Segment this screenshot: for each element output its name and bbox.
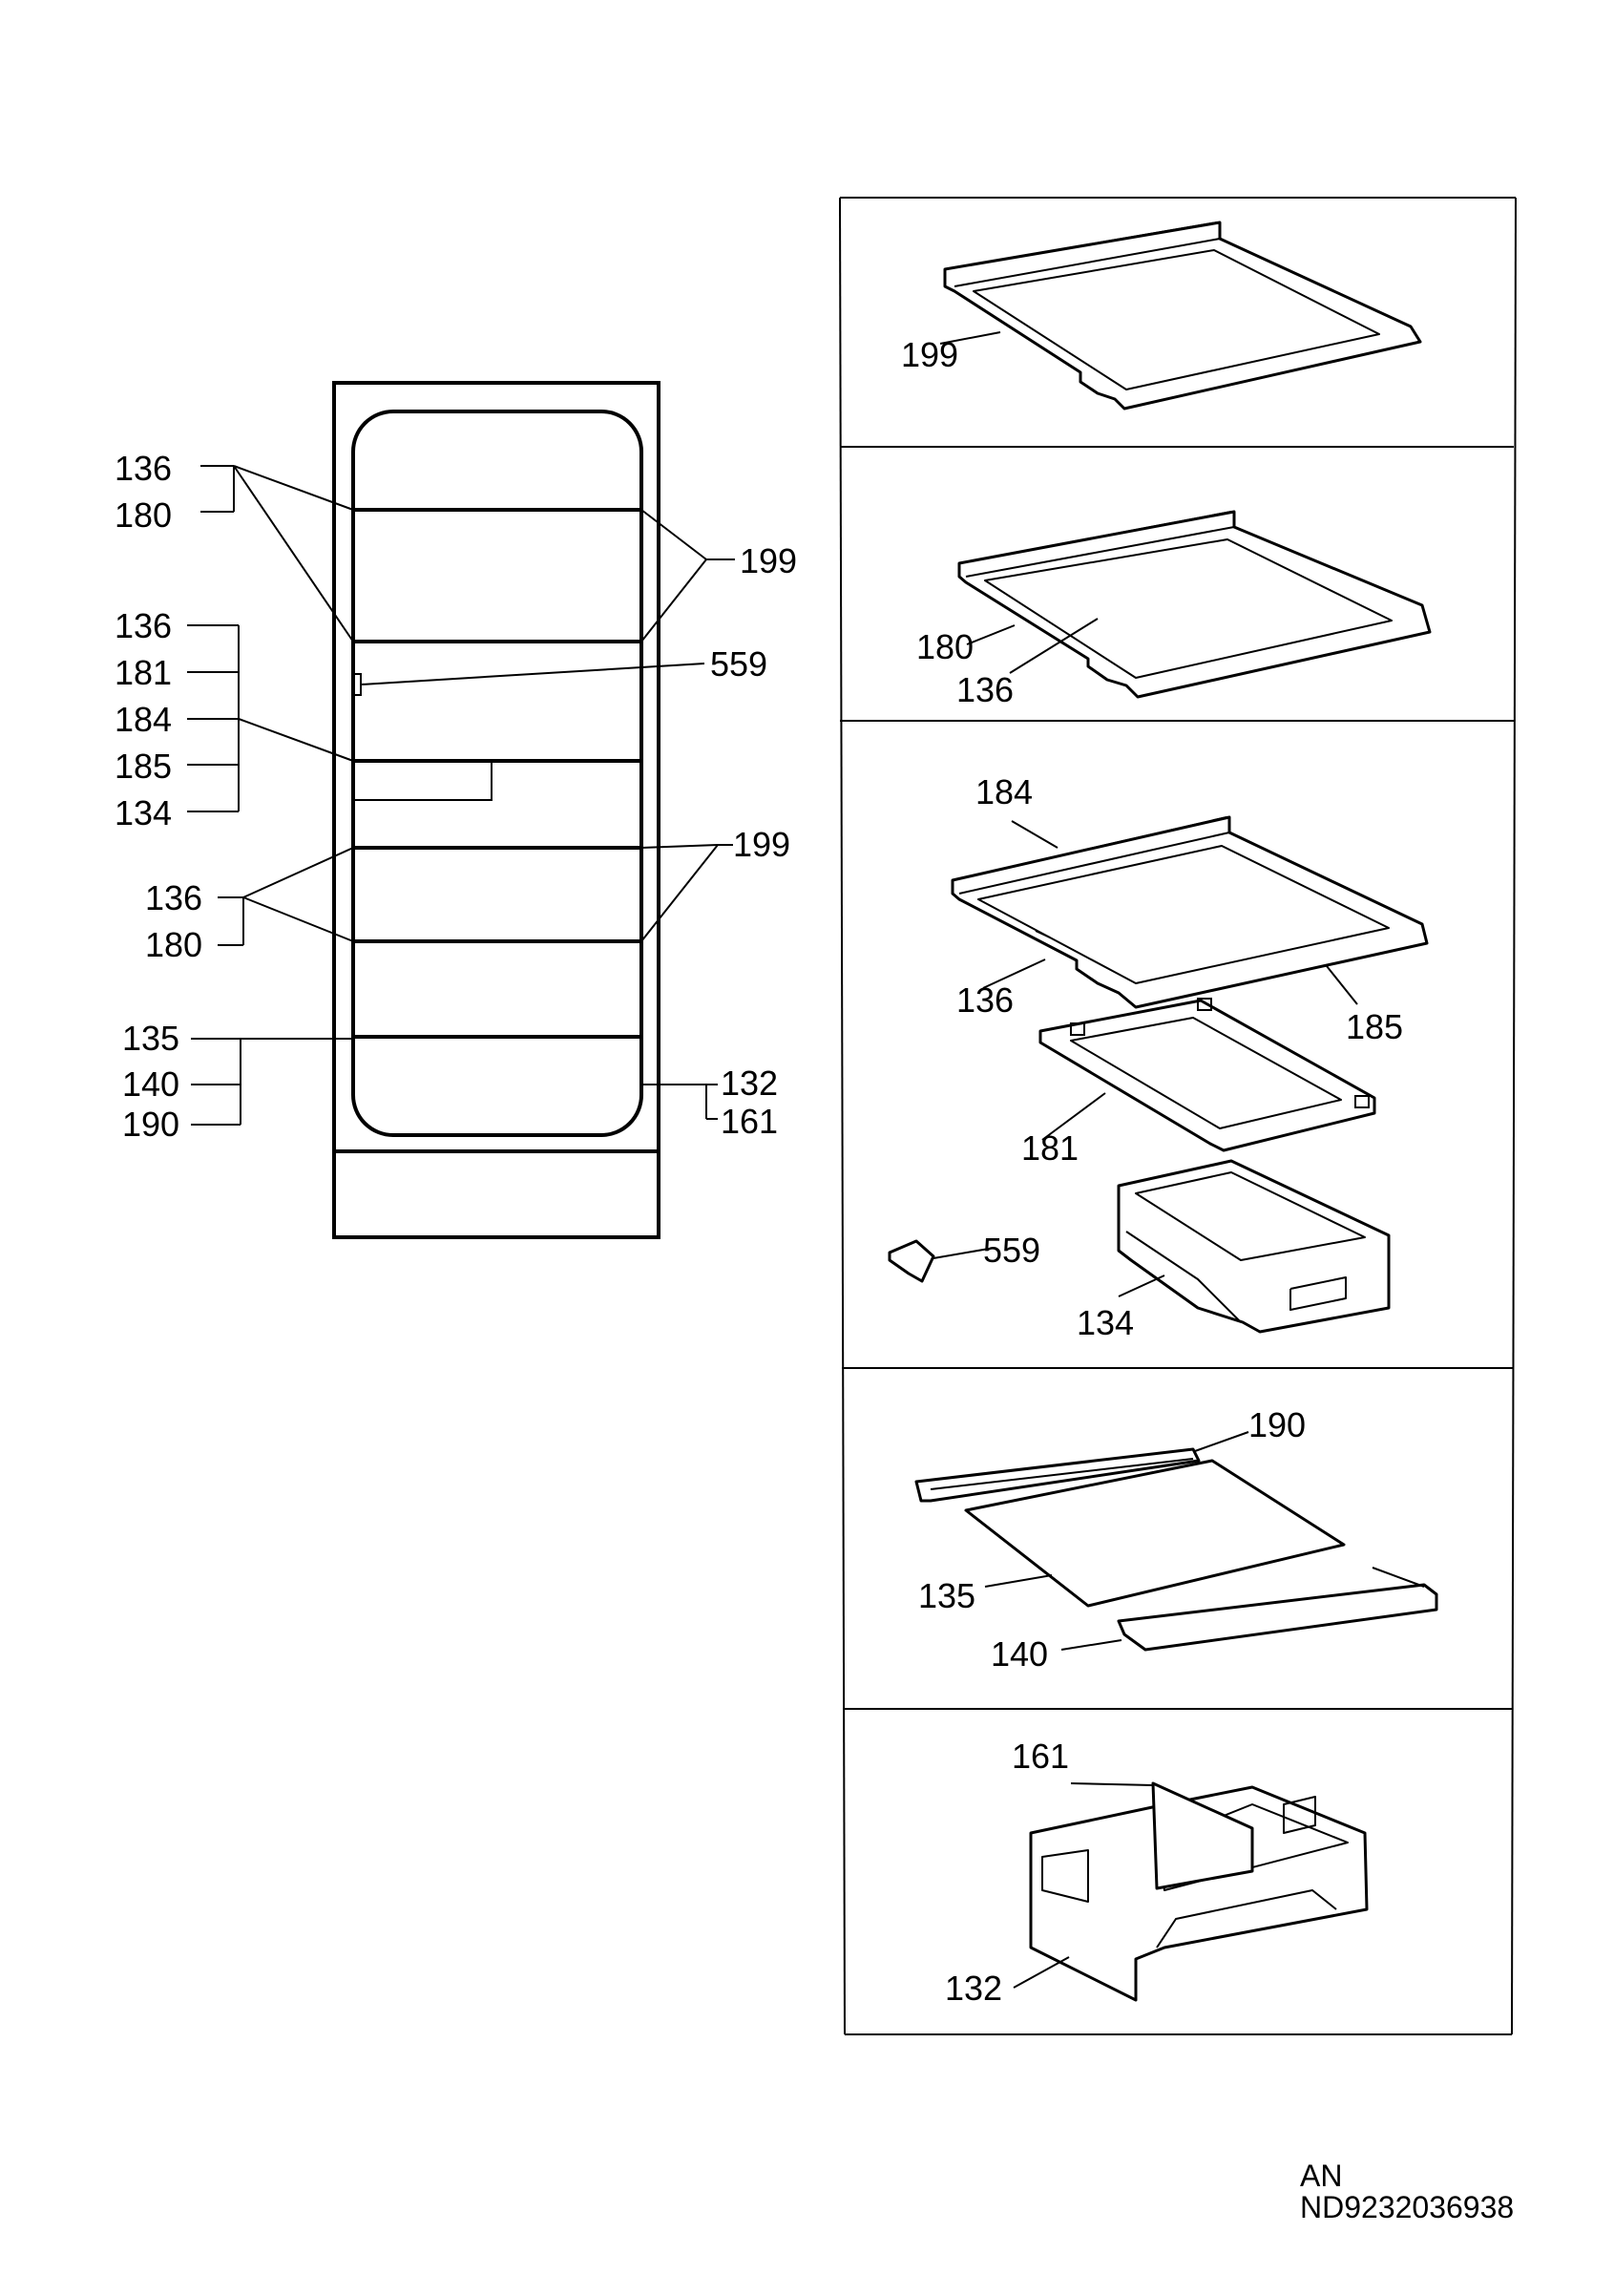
- p2-label-180: 180: [916, 627, 974, 666]
- label-136-lower: 136: [145, 878, 202, 917]
- label-136-mid: 136: [115, 606, 172, 645]
- cabinet-outline: [332, 381, 660, 1239]
- p3-label-136: 136: [956, 980, 1014, 1020]
- label-132: 132: [721, 1064, 778, 1103]
- document-code-line-2: ND9232036938: [1300, 2190, 1515, 2224]
- p5-label-132: 132: [945, 1969, 1002, 2008]
- label-181: 181: [115, 653, 172, 692]
- label-190: 190: [122, 1105, 179, 1144]
- panel-3-assembly: 184 136 185 181 559 134: [888, 772, 1429, 1342]
- fridge-overview: [332, 381, 660, 1239]
- label-559: 559: [710, 644, 767, 684]
- p3-label-134: 134: [1077, 1303, 1134, 1342]
- document-code-line-1: AN: [1300, 2159, 1343, 2193]
- label-135: 135: [122, 1019, 179, 1058]
- label-180-lower: 180: [145, 925, 202, 964]
- p4-label-190: 190: [1248, 1405, 1306, 1444]
- label-199-top: 199: [740, 541, 797, 580]
- label-136-top: 136: [115, 449, 172, 488]
- label-161: 161: [721, 1102, 778, 1141]
- label-184: 184: [115, 700, 172, 739]
- parts-panel-frame: [839, 197, 1517, 2035]
- p3-label-185: 185: [1346, 1007, 1403, 1046]
- label-180-top: 180: [115, 495, 172, 535]
- overview-leaders: [187, 465, 735, 1126]
- label-185: 185: [115, 747, 172, 786]
- p4-label-140: 140: [991, 1634, 1048, 1674]
- inner-liner: [351, 410, 643, 1137]
- crisper-outline: [353, 761, 493, 801]
- label-140: 140: [122, 1064, 179, 1104]
- p5-label-161: 161: [1012, 1737, 1069, 1776]
- label-134: 134: [115, 793, 172, 832]
- p3-label-559: 559: [983, 1231, 1040, 1270]
- panel-2-shelf: 180 136: [916, 510, 1432, 709]
- label-199-lower: 199: [733, 825, 790, 864]
- p1-label-199: 199: [901, 335, 958, 374]
- p3-label-181: 181: [1021, 1128, 1079, 1168]
- p3-label-184: 184: [975, 772, 1033, 811]
- p2-label-136: 136: [956, 670, 1014, 709]
- p4-label-135: 135: [918, 1576, 975, 1615]
- panel-5-assembly: 161 132: [945, 1737, 1369, 2008]
- panel-1-shelf: 199: [901, 221, 1422, 411]
- overview-label-group: 136 180 199 136 181 184 185 134 559 199 …: [115, 449, 797, 1144]
- panel-4-assembly: 190 135 140: [914, 1405, 1438, 1674]
